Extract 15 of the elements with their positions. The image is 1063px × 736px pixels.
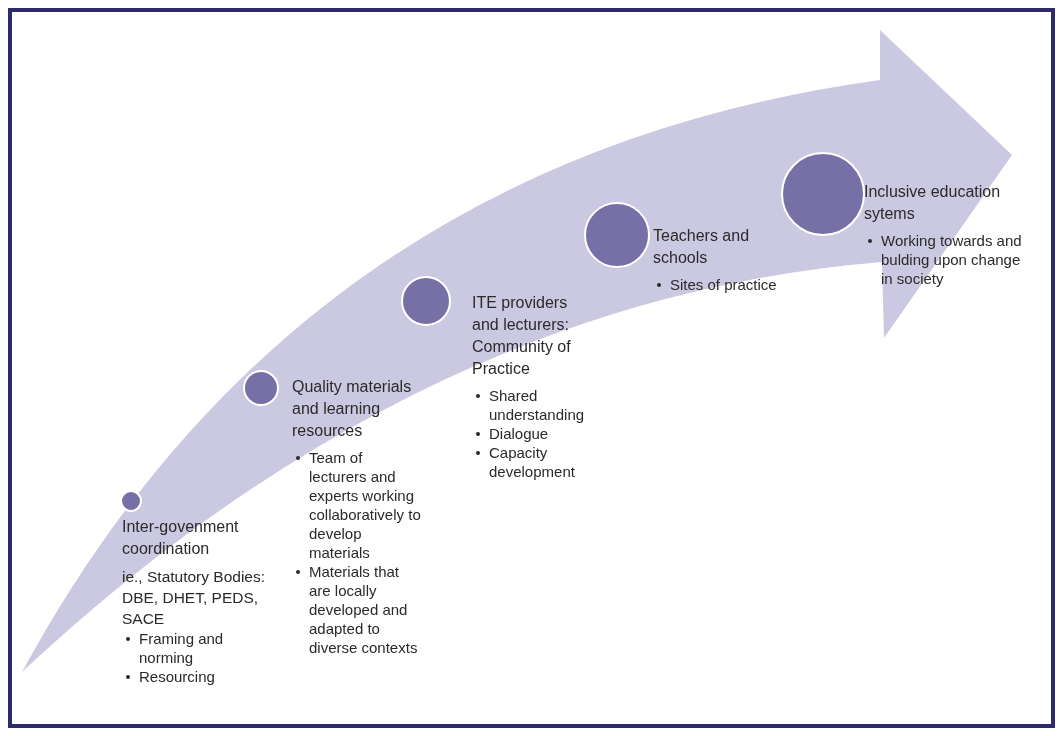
bullet-text: Resourcing bbox=[139, 668, 215, 685]
bullet-text: Capacity development bbox=[489, 444, 575, 480]
bullet-text: Shared understanding bbox=[489, 387, 585, 423]
stage-heading: Quality materials and learning resources bbox=[292, 377, 413, 441]
stage-heading: Teachers and schools bbox=[653, 226, 751, 268]
stage-note: ie., Statutory Bodies: DBE, DHET, PEDS, SACE bbox=[122, 567, 267, 629]
stage-heading: ITE providers and lecturers: Community of Practice bbox=[472, 293, 572, 379]
bullet-text: Sites of practice bbox=[670, 276, 777, 293]
bullet-text: Working towards and bulding upon change in society bbox=[881, 232, 1022, 287]
bullet-text: Materials that are locally developed and adapted to diverse contexts bbox=[309, 563, 418, 656]
bullet-text: Team of lecturers and experts working collaboratively to develop materials bbox=[309, 449, 421, 561]
stage-heading: Inclusive education sytems bbox=[864, 182, 1002, 224]
stage-heading: Inter-govenment coordination bbox=[122, 517, 240, 559]
bullet-text: Framing and norming bbox=[139, 630, 224, 666]
bullet-text: Dialogue bbox=[489, 425, 549, 442]
